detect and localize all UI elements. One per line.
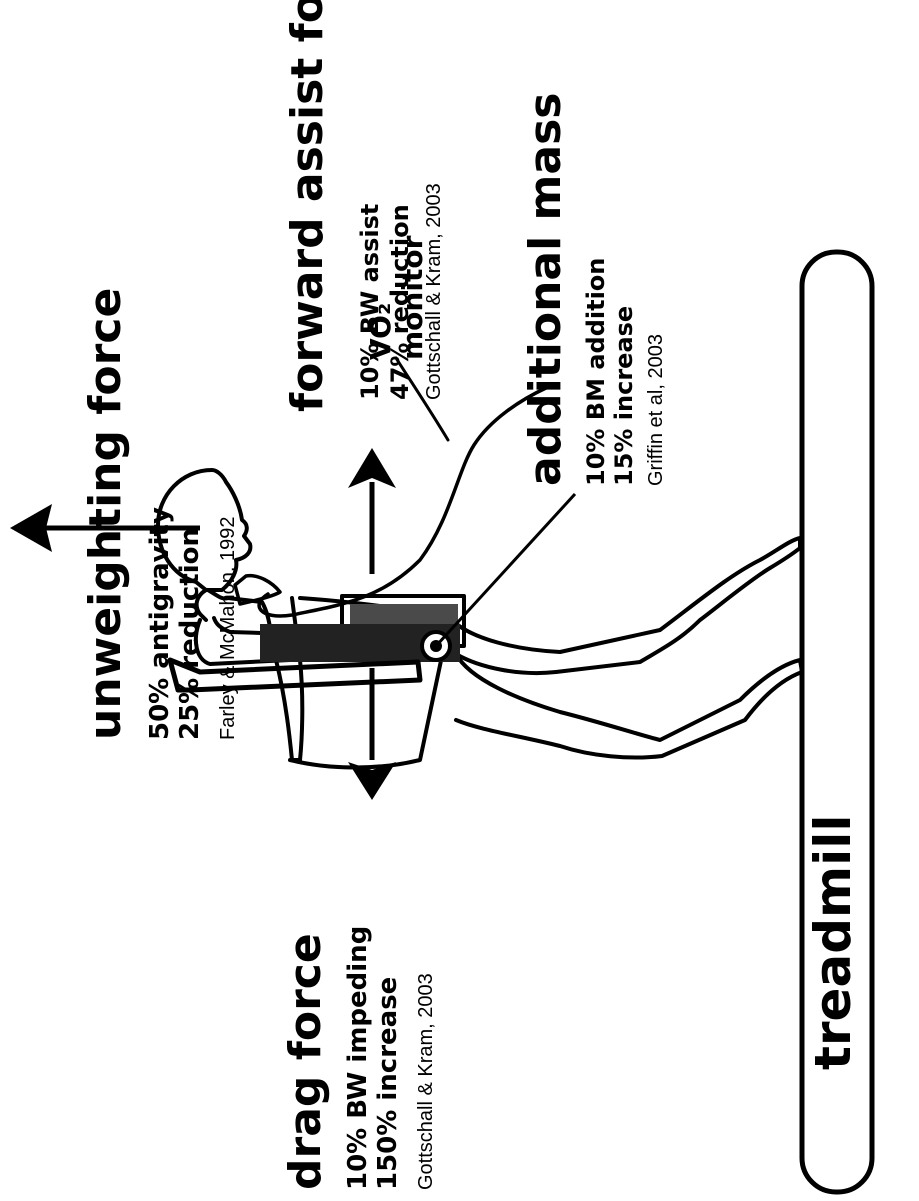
additional-mass-line1: 10% BM addition <box>582 258 610 486</box>
mask-outline <box>233 573 282 606</box>
forward-assist-arrowhead <box>348 448 396 488</box>
forward-assist-line1: 10% BW assist <box>356 204 384 400</box>
person-leg-back <box>454 652 804 760</box>
drag-title: drag force <box>280 933 331 1190</box>
treadmill-label: treadmill <box>804 814 862 1070</box>
drag-line2: 150% increase <box>373 977 403 1190</box>
handle-frame <box>167 657 423 693</box>
drag-block: drag force 10% BW impeding 150% increase… <box>280 926 437 1190</box>
drag-citation: Gottschall & Kram, 2003 <box>415 973 437 1190</box>
unweighting-citation: Farley & McMahon, 1992 <box>217 517 239 740</box>
forward-assist-block: forward assist force 10% BW assist 47% r… <box>282 0 445 412</box>
arrows <box>10 448 577 800</box>
vo2-label: monitor <box>396 235 429 360</box>
vo2-monitor: VO₂ monitor <box>233 235 548 618</box>
walking-person <box>156 468 804 770</box>
forward-assist-title: forward assist force <box>282 0 333 412</box>
treadmill-belt <box>799 249 875 1195</box>
vo2-symbol: VO₂ <box>364 303 397 360</box>
additional-mass-citation: Griffin et al, 2003 <box>645 334 667 486</box>
unweighting-title: unweighting force <box>80 288 131 740</box>
unweighting-block: unweighting force 50% antigravity 25% re… <box>80 288 239 740</box>
unweighting-line2: 25% reduction <box>175 528 205 740</box>
unweighting-line1: 50% antigravity <box>145 507 175 740</box>
drag-line1: 10% BW impeding <box>343 926 373 1190</box>
additional-mass-line2: 15% increase <box>610 306 638 486</box>
drag-arrowhead <box>348 762 396 800</box>
vo2-tube <box>257 386 548 618</box>
mass-pointer-line <box>434 492 577 648</box>
additional-mass-title: additional mass <box>520 93 571 486</box>
forward-assist-citation: Gottschall & Kram, 2003 <box>423 183 445 400</box>
person-leg-front <box>448 536 802 676</box>
unweighting-arrowhead <box>10 504 52 552</box>
person-head <box>156 468 253 592</box>
vo2-pointer <box>394 356 450 442</box>
treadmill: treadmill <box>799 249 875 1195</box>
additional-mass-block: additional mass 10% BM addition 15% incr… <box>520 93 667 486</box>
forward-assist-line2: 47% reduction <box>386 204 414 400</box>
